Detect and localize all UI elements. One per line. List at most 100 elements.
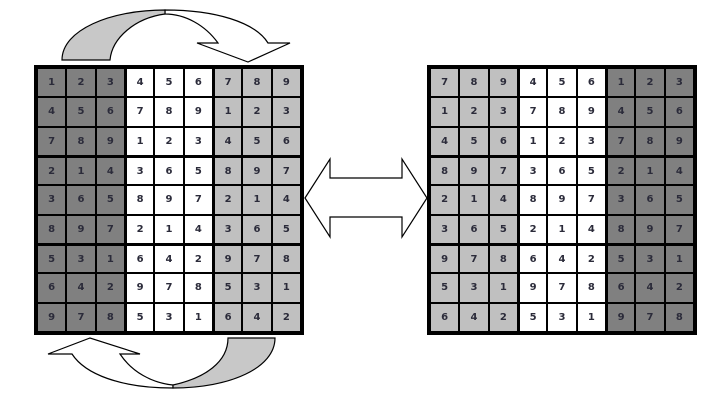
grid-cell: 9	[125, 273, 155, 303]
grid-cell: 7	[95, 214, 125, 244]
grid-cell: 6	[635, 185, 665, 215]
grid-cell: 9	[242, 156, 272, 186]
grid-cell: 7	[37, 126, 67, 156]
grid-cell: 2	[576, 244, 606, 274]
grid-cell: 4	[518, 68, 548, 98]
grid-cell: 9	[213, 244, 243, 274]
grid-cell: 4	[664, 156, 694, 186]
grid-cell: 7	[125, 97, 155, 127]
grid-cell: 9	[271, 68, 301, 98]
grid-cell: 1	[183, 302, 213, 332]
grid-cell: 7	[183, 185, 213, 215]
grid-cell: 3	[125, 156, 155, 186]
grid-cell: 7	[213, 68, 243, 98]
grid-cell: 6	[95, 97, 125, 127]
grid-cell: 7	[635, 302, 665, 332]
grid-cell: 5	[576, 156, 606, 186]
grid-cell: 1	[459, 185, 489, 215]
grid-cell: 9	[576, 97, 606, 127]
grid-cell: 7	[66, 302, 96, 332]
grid-cell: 1	[242, 185, 272, 215]
grid-cell: 5	[125, 302, 155, 332]
grid-cell: 5	[488, 214, 518, 244]
grid-cell: 4	[66, 273, 96, 303]
grid-cell: 7	[547, 273, 577, 303]
grid-cell: 5	[664, 185, 694, 215]
grid-cell: 6	[664, 97, 694, 127]
grid-cell: 4	[213, 126, 243, 156]
grid-cell: 3	[664, 68, 694, 98]
grid-cell: 1	[547, 214, 577, 244]
grid-cell: 6	[459, 214, 489, 244]
grid-cell: 8	[213, 156, 243, 186]
grid-cell: 2	[635, 68, 665, 98]
grid-cell: 8	[37, 214, 67, 244]
grid-cell: 1	[125, 126, 155, 156]
grid-cell: 7	[606, 126, 636, 156]
grid-cell: 8	[242, 68, 272, 98]
grid-cell: 3	[242, 273, 272, 303]
grid-cell: 2	[183, 244, 213, 274]
bottom-curved-arrow-tail-icon	[172, 337, 276, 389]
grid-cell: 1	[430, 97, 460, 127]
grid-cell: 4	[95, 156, 125, 186]
grid-cell: 2	[213, 185, 243, 215]
grid-cell: 6	[183, 68, 213, 98]
grid-cell: 3	[488, 97, 518, 127]
grid-cell: 8	[606, 214, 636, 244]
grid-cell: 2	[547, 126, 577, 156]
grid-cell: 7	[576, 185, 606, 215]
grid-cell: 2	[37, 156, 67, 186]
grid-cell: 6	[576, 68, 606, 98]
grid-cell: 9	[635, 214, 665, 244]
grid-cell: 9	[518, 273, 548, 303]
grid-cell: 7	[664, 214, 694, 244]
grid-cell: 7	[242, 244, 272, 274]
grid-cell: 8	[547, 97, 577, 127]
grid-cell: 5	[518, 302, 548, 332]
grid-cell: 4	[576, 214, 606, 244]
grid-cell: 6	[66, 185, 96, 215]
grid-cell: 7	[459, 244, 489, 274]
grid-cell: 4	[125, 68, 155, 98]
grid-cell: 2	[488, 302, 518, 332]
grid-cell: 2	[66, 68, 96, 98]
grid-cell: 5	[183, 156, 213, 186]
grid-cell: 6	[125, 244, 155, 274]
grid-cell: 4	[488, 185, 518, 215]
top-curved-arrow-head-icon	[164, 9, 291, 63]
grid-cell: 3	[459, 273, 489, 303]
grid-cell: 3	[430, 214, 460, 244]
grid-cell: 1	[518, 126, 548, 156]
grid-cell: 5	[635, 97, 665, 127]
grid-cell: 8	[635, 126, 665, 156]
grid-cell: 9	[664, 126, 694, 156]
bottom-curved-arrow-head-icon	[47, 337, 174, 389]
grid-cell: 6	[606, 273, 636, 303]
grid-cell: 6	[488, 126, 518, 156]
grid-cell: 2	[459, 97, 489, 127]
top-curved-arrow-tail-icon	[61, 9, 166, 61]
grid-cell: 2	[125, 214, 155, 244]
grid-cell: 5	[547, 68, 577, 98]
grid-cell: 6	[271, 126, 301, 156]
grid-cell: 4	[459, 302, 489, 332]
grid-cell: 5	[154, 68, 184, 98]
grid-cell: 4	[37, 97, 67, 127]
grid-cell: 9	[95, 126, 125, 156]
grid-cell: 2	[518, 214, 548, 244]
grid-cell: 7	[488, 156, 518, 186]
grid-cell: 1	[213, 97, 243, 127]
grid-cell: 9	[37, 302, 67, 332]
grid-cell: 5	[37, 244, 67, 274]
grid-cell: 3	[66, 244, 96, 274]
grid-cell: 6	[547, 156, 577, 186]
grid-cell: 3	[518, 156, 548, 186]
grid-cell: 2	[95, 273, 125, 303]
grid-cell: 3	[37, 185, 67, 215]
grid-cell: 8	[66, 126, 96, 156]
grid-cell: 6	[213, 302, 243, 332]
grid-cell: 6	[430, 302, 460, 332]
grid-cell: 9	[488, 68, 518, 98]
